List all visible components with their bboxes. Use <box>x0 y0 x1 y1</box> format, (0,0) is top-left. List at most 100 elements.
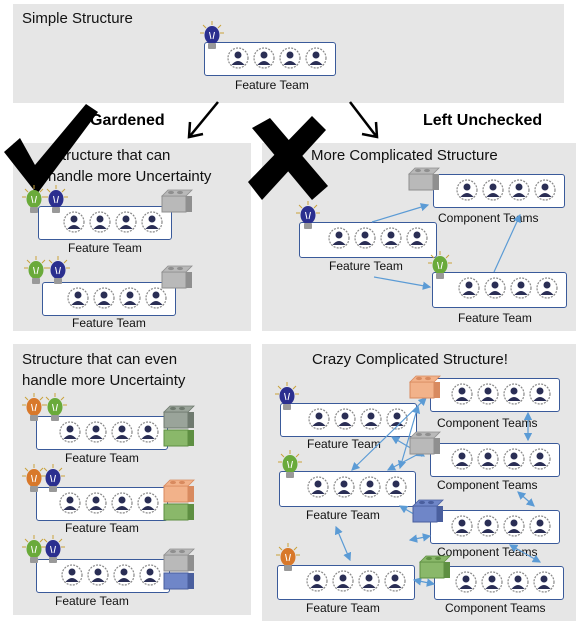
person-icon <box>503 448 525 470</box>
person-icon <box>333 476 355 498</box>
component-teams-label: Component Teams <box>437 478 538 492</box>
component-teams-label: Component Teams <box>438 211 539 225</box>
person-icon <box>406 227 428 249</box>
person-icon <box>61 564 83 586</box>
person-icon <box>529 448 551 470</box>
person-icon <box>115 211 137 233</box>
person-icon <box>360 408 382 430</box>
person-icon <box>59 421 81 443</box>
person-icon <box>89 211 111 233</box>
feature-team-label: Feature Team <box>329 259 403 273</box>
person-icon <box>67 287 89 309</box>
person-icon <box>529 383 551 405</box>
feature-team-label: Feature Team <box>307 437 381 451</box>
person-icon <box>451 383 473 405</box>
p5-title: Crazy Complicated Structure! <box>312 351 508 368</box>
person-icon <box>477 383 499 405</box>
person-icon <box>481 571 503 593</box>
feature-team-label: Feature Team <box>306 601 380 615</box>
person-icon <box>358 570 380 592</box>
feature-team-label: Feature Team <box>458 311 532 325</box>
person-icon <box>456 179 478 201</box>
person-icon <box>253 47 275 69</box>
feature-team-label: Feature Team <box>306 508 380 522</box>
person-icon <box>508 179 530 201</box>
feature-team-label: Feature Team <box>65 521 139 535</box>
component-teams-label: Component Teams <box>437 545 538 559</box>
person-icon <box>85 492 107 514</box>
person-icon <box>139 564 161 586</box>
person-icon <box>59 492 81 514</box>
feature-team-label: Feature Team <box>68 241 142 255</box>
left-unchecked-label: Left Unchecked <box>423 112 543 129</box>
person-icon <box>507 571 529 593</box>
person-icon <box>307 476 329 498</box>
feature-team-top <box>204 42 336 76</box>
component-teams-label: Component Teams <box>445 601 546 615</box>
person-icon <box>354 227 376 249</box>
person-icon <box>458 277 480 299</box>
feature-team-p3-2 <box>432 272 567 308</box>
component-team-p3 <box>433 174 565 208</box>
person-icon <box>385 476 407 498</box>
p2-title-line2: handle more Uncertainty <box>48 168 212 185</box>
person-icon <box>477 448 499 470</box>
person-icon <box>477 515 499 537</box>
component-team-p5-4 <box>434 566 564 600</box>
person-icon <box>93 287 115 309</box>
component-team-p5-1 <box>430 378 560 412</box>
person-icon <box>137 492 159 514</box>
feature-team-p2-1 <box>38 206 172 240</box>
feature-team-label: Feature Team <box>235 78 309 92</box>
person-icon <box>141 211 163 233</box>
person-icon <box>305 47 327 69</box>
person-icon <box>113 564 135 586</box>
p2-title-line1: Structure that can <box>52 147 171 164</box>
person-icon <box>63 211 85 233</box>
person-icon <box>503 515 525 537</box>
gardened-label: Gardened <box>90 112 165 129</box>
feature-team-label: Feature Team <box>72 316 146 330</box>
person-icon <box>359 476 381 498</box>
person-icon <box>534 179 556 201</box>
person-icon <box>334 408 356 430</box>
branch-arrow-left <box>187 101 219 139</box>
feature-team-label: Feature Team <box>55 594 129 608</box>
person-icon <box>85 421 107 443</box>
person-icon <box>308 408 330 430</box>
branch-arrow-right <box>349 101 379 139</box>
feature-team-p5-2 <box>279 471 416 507</box>
person-icon <box>451 515 473 537</box>
person-icon <box>279 47 301 69</box>
feature-team-p5-3 <box>277 565 415 600</box>
person-icon <box>332 570 354 592</box>
person-icon <box>306 570 328 592</box>
person-icon <box>533 571 555 593</box>
component-team-p5-2 <box>430 443 560 477</box>
person-icon <box>111 421 133 443</box>
person-icon <box>111 492 133 514</box>
person-icon <box>384 570 406 592</box>
person-icon <box>227 47 249 69</box>
person-icon <box>484 277 506 299</box>
person-icon <box>451 448 473 470</box>
feature-team-label: Feature Team <box>65 451 139 465</box>
person-icon <box>87 564 109 586</box>
person-icon <box>137 421 159 443</box>
person-icon <box>455 571 477 593</box>
person-icon <box>529 515 551 537</box>
feature-team-p4-1 <box>36 416 168 450</box>
feature-team-p5-1 <box>280 403 417 437</box>
person-icon <box>328 227 350 249</box>
feature-team-p4-2 <box>36 487 168 521</box>
p3-title: More Complicated Structure <box>311 147 498 164</box>
feature-team-p3-1 <box>299 222 437 258</box>
feature-team-p4-3 <box>36 559 170 593</box>
person-icon <box>536 277 558 299</box>
component-teams-label: Component Teams <box>437 416 538 430</box>
person-icon <box>380 227 402 249</box>
person-icon <box>119 287 141 309</box>
simple-structure-title: Simple Structure <box>22 10 133 27</box>
person-icon <box>510 277 532 299</box>
feature-team-p2-2 <box>42 282 176 316</box>
